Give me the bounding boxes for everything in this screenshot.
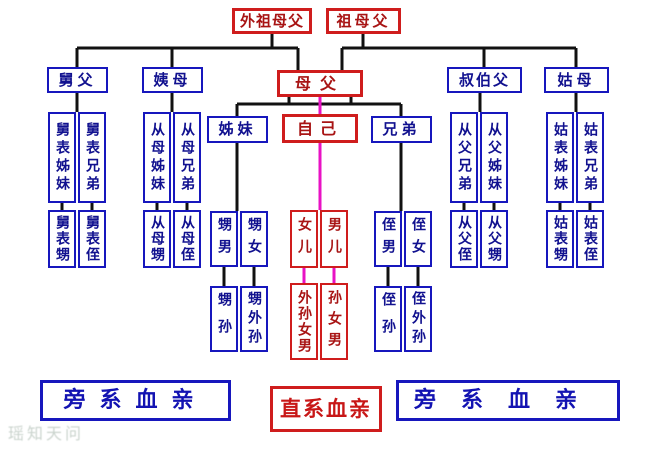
node-jiubiao-zhi: 舅表侄	[78, 210, 106, 268]
node-son: 男儿	[320, 210, 348, 268]
node-congfu-sheng: 从父甥	[480, 210, 508, 268]
node-gubiao-sheng: 姑表甥	[546, 210, 574, 268]
node-self: 自己	[282, 114, 358, 143]
node-sheng-nv: 甥女	[240, 211, 268, 267]
direct-line-connectors	[302, 97, 336, 283]
node-paternal-aunt: 姑母	[544, 67, 609, 93]
node-daughter: 女儿	[290, 210, 318, 268]
node-congfu-sisters: 从父姊妹	[480, 112, 508, 203]
legend-direct-center: 直系血亲	[270, 386, 382, 432]
node-parents: 母父	[277, 70, 363, 97]
node-congmu-sisters: 从母姊妹	[143, 112, 171, 203]
node-congfu-brothers: 从父兄弟	[450, 112, 478, 203]
node-congmu-sheng: 从母甥	[143, 210, 171, 268]
node-sheng-waisun: 甥外孙	[240, 286, 268, 352]
node-congmu-zhi: 从母侄	[173, 210, 201, 268]
node-gubiao-brothers: 姑表兄弟	[576, 112, 604, 203]
node-zhi-nan: 侄男	[374, 211, 402, 267]
node-maternal-aunt: 姨母	[142, 67, 203, 93]
node-jiubiao-brothers: 舅表兄弟	[78, 112, 106, 203]
node-gubiao-zhi: 姑表侄	[576, 210, 604, 268]
node-zhi-sun: 侄孙	[374, 286, 402, 352]
node-zhi-nv: 侄女	[404, 211, 432, 267]
node-jiubiao-sheng: 舅表甥	[48, 210, 76, 268]
node-sheng-sun: 甥孙	[210, 286, 238, 352]
node-sun-nvnan: 孙女男	[320, 283, 348, 360]
node-maternal-uncle: 舅父	[47, 67, 108, 93]
node-zhi-waisun: 侄外孙	[404, 286, 432, 352]
node-brothers: 兄弟	[371, 116, 432, 143]
node-paternal-uncles: 叔伯父	[447, 67, 522, 93]
node-congfu-zhi: 从父侄	[450, 210, 478, 268]
node-maternal-grandparents: 外祖母父	[232, 8, 312, 34]
black-connector-lines	[60, 34, 592, 286]
watermark: 瑶知天问	[8, 424, 85, 443]
legend-collateral-left: 旁系血亲	[40, 380, 231, 421]
node-jiubiao-sisters: 舅表姊妹	[48, 112, 76, 203]
node-congmu-brothers: 从母兄弟	[173, 112, 201, 203]
node-sisters: 姊妹	[207, 116, 268, 143]
node-paternal-grandparents: 祖母父	[326, 8, 401, 34]
node-waisun-nvnan: 外孙女男	[290, 283, 318, 360]
legend-collateral-right: 旁系血亲	[396, 380, 620, 421]
node-sheng-nan: 甥男	[210, 211, 238, 267]
node-gubiao-sisters: 姑表姊妹	[546, 112, 574, 203]
